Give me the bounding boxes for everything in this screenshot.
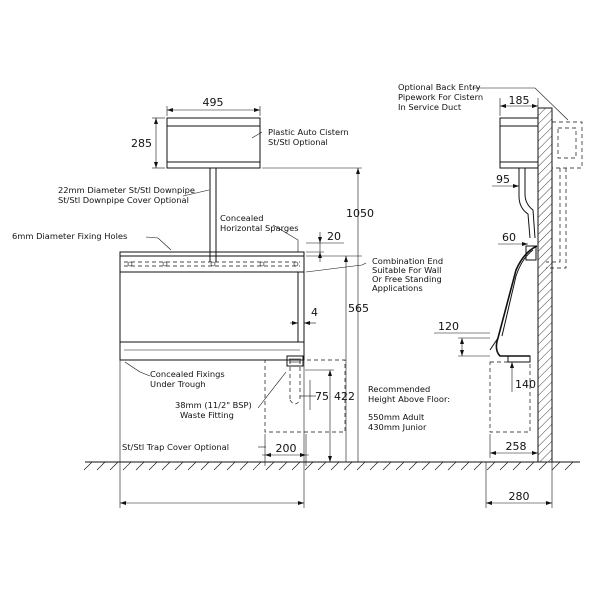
dim-lip: 4 [290,306,318,325]
note-cistern-2: St/Stl Optional [268,137,328,147]
cistern [166,117,261,169]
trough [119,251,305,361]
cistern-side [499,117,539,169]
note-downpipe-1: 22mm Diameter St/Stl Downpipe [58,185,195,195]
note-fixing-holes: 6mm Diameter Fixing Holes [12,231,127,241]
dim-trap-depth: 258 [489,434,538,458]
dim-cistern-width: 495 [166,96,261,116]
note-back-entry-1: Optional Back Entry [398,82,481,92]
trap-cover [264,355,346,433]
dim-495: 495 [203,96,224,109]
front-notes: Plastic Auto Cistern St/Stl Optional 22m… [12,127,450,452]
note-height-2: Height Above Floor: [368,394,450,404]
dim-185: 185 [509,94,530,107]
dim-overall-height: 1050 [262,167,374,462]
dim-1050: 1050 [346,207,374,220]
dim-258: 258 [506,440,527,453]
dim-120: 120 [438,320,459,333]
side-notes: Optional Back Entry Pipework For Cistern… [398,82,569,121]
dim-20: 20 [327,230,341,243]
floor-line [83,461,580,471]
dim-sparge-offset: 60 [498,231,528,246]
note-fixings-1: Concealed Fixings [150,369,225,379]
note-sparges-2: Horizontal Sparges [220,223,299,233]
dim-285: 285 [131,137,152,150]
dim-cistern-height: 285 [131,117,165,169]
trough-side [489,245,538,363]
note-waste-1: 38mm (11/2" BSP) [175,400,252,410]
dim-200: 200 [276,442,297,455]
wall [537,107,553,463]
dim-60: 60 [502,231,516,244]
dim-565: 565 [348,302,369,315]
note-height-3: 550mm Adult [368,412,425,422]
dim-sparge-drop: 20 [306,230,344,262]
dim-4: 4 [311,306,318,319]
trough-length-extent [119,360,305,508]
dim-trap-cover-width: 200 [262,434,309,466]
note-back-entry-2: Pipework For Cistern [398,92,483,102]
note-combo-2: Suitable For Wall [372,265,441,275]
dim-trough-height: 565 [306,255,369,462]
dim-downpipe-offset: 95 [492,173,519,188]
dim-overall-depth: 280 [485,462,553,508]
dim-waste: 75 422 [300,369,355,462]
note-combo-3: Or Free Standing [372,274,442,284]
note-sparges-1: Concealed [220,213,264,223]
note-trap-cover: St/Stl Trap Cover Optional [122,442,229,452]
side-view: 185 95 60 120 140 [398,82,583,508]
dim-75: 75 [315,390,329,403]
note-height-1: Recommended [368,384,430,394]
downpipe-side [518,168,536,239]
dim-95: 95 [496,173,510,186]
note-combo-4: Applications [372,283,423,293]
dim-cistern-depth: 185 [499,94,539,116]
dim-422: 422 [334,390,355,403]
dim-trough-base: 140 [510,362,536,392]
service-duct [546,121,583,269]
note-waste-2: Waste Fitting [180,410,234,420]
front-view: 495 285 1050 20 [12,96,450,508]
note-height-4: 430mm Junior [368,422,427,432]
dim-280: 280 [509,490,530,503]
note-combo-1: Combination End [372,256,443,266]
dim-140: 140 [515,378,536,391]
note-fixings-2: Under Trough [150,379,206,389]
note-cistern-1: Plastic Auto Cistern [268,127,349,137]
note-downpipe-2: St/Stl Downpipe Cover Optional [58,195,189,205]
trap-side [489,361,531,433]
downpipe [209,168,217,262]
note-back-entry-3: In Service Duct [398,102,462,112]
dim-front-lip: 120 [434,320,490,357]
